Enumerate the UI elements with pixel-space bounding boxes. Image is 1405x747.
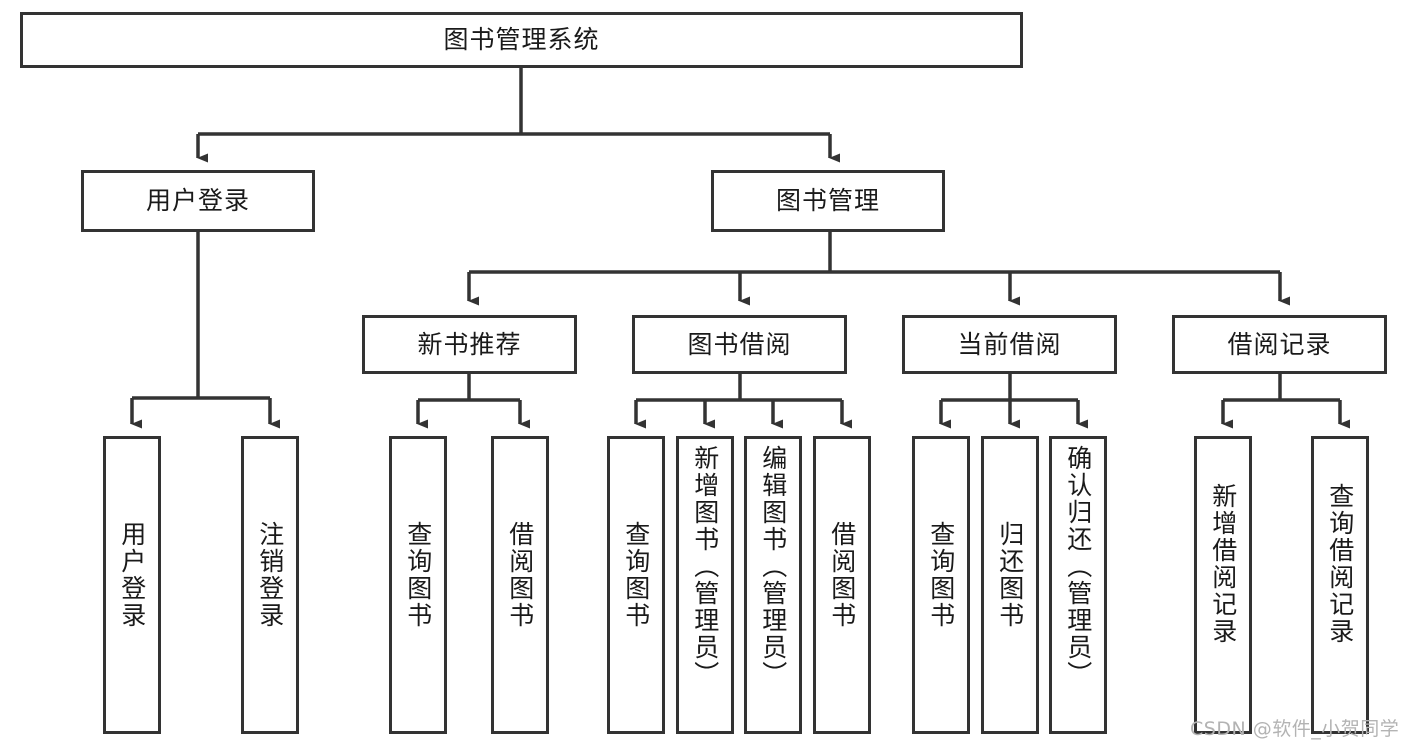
node-label: 新书推荐 (417, 329, 522, 359)
node-label: 注销登录 (255, 521, 285, 629)
node-label: 借阅图书 (827, 521, 857, 629)
node-label: 借阅记录 (1227, 329, 1332, 359)
leaf-query-books-newbook[interactable]: 查询图书 (389, 436, 447, 734)
node-book-borrowing[interactable]: 图书借阅 (632, 315, 847, 374)
node-label: 查询借阅记录 (1325, 483, 1355, 645)
node-label: 确认归还（管理员） (1063, 445, 1093, 688)
leaf-borrow-books-borrow[interactable]: 借阅图书 (813, 436, 871, 734)
node-current-borrowing[interactable]: 当前借阅 (902, 315, 1117, 374)
node-label: 编辑图书（管理员） (758, 445, 788, 688)
leaf-logout[interactable]: 注销登录 (241, 436, 299, 734)
leaf-return-books[interactable]: 归还图书 (981, 436, 1039, 734)
leaf-edit-book-admin[interactable]: 编辑图书（管理员） (744, 436, 802, 734)
leaf-borrow-books-newbook[interactable]: 借阅图书 (491, 436, 549, 734)
leaf-confirm-return-admin[interactable]: 确认归还（管理员） (1049, 436, 1107, 734)
node-user-login[interactable]: 用户登录 (81, 170, 315, 232)
leaf-add-borrow-record[interactable]: 新增借阅记录 (1194, 436, 1252, 734)
node-label: 用户登录 (117, 521, 147, 629)
node-label: 归还图书 (995, 521, 1025, 629)
node-borrowing-records[interactable]: 借阅记录 (1172, 315, 1387, 374)
node-label: 查询图书 (926, 521, 956, 629)
node-label: 用户登录 (145, 186, 250, 216)
node-book-management[interactable]: 图书管理 (711, 170, 945, 232)
node-new-book-recommendation[interactable]: 新书推荐 (362, 315, 577, 374)
leaf-query-books-borrow[interactable]: 查询图书 (607, 436, 665, 734)
node-label: 借阅图书 (505, 521, 535, 629)
node-label: 图书管理 (775, 186, 880, 216)
node-label: 图书管理系统 (443, 25, 600, 55)
node-label: 查询图书 (621, 521, 651, 629)
node-root-book-management-system[interactable]: 图书管理系统 (20, 12, 1023, 68)
leaf-user-login[interactable]: 用户登录 (103, 436, 161, 734)
node-label: 查询图书 (403, 521, 433, 629)
node-label: 新增借阅记录 (1208, 483, 1238, 645)
leaf-add-book-admin[interactable]: 新增图书（管理员） (676, 436, 734, 734)
csdn-watermark: CSDN @软件_小贺同学 (1190, 718, 1400, 740)
leaf-query-books-current[interactable]: 查询图书 (912, 436, 970, 734)
node-label: 新增图书（管理员） (690, 445, 720, 688)
node-label: 图书借阅 (687, 329, 792, 359)
node-label: 当前借阅 (957, 329, 1062, 359)
leaf-query-borrow-record[interactable]: 查询借阅记录 (1311, 436, 1369, 734)
